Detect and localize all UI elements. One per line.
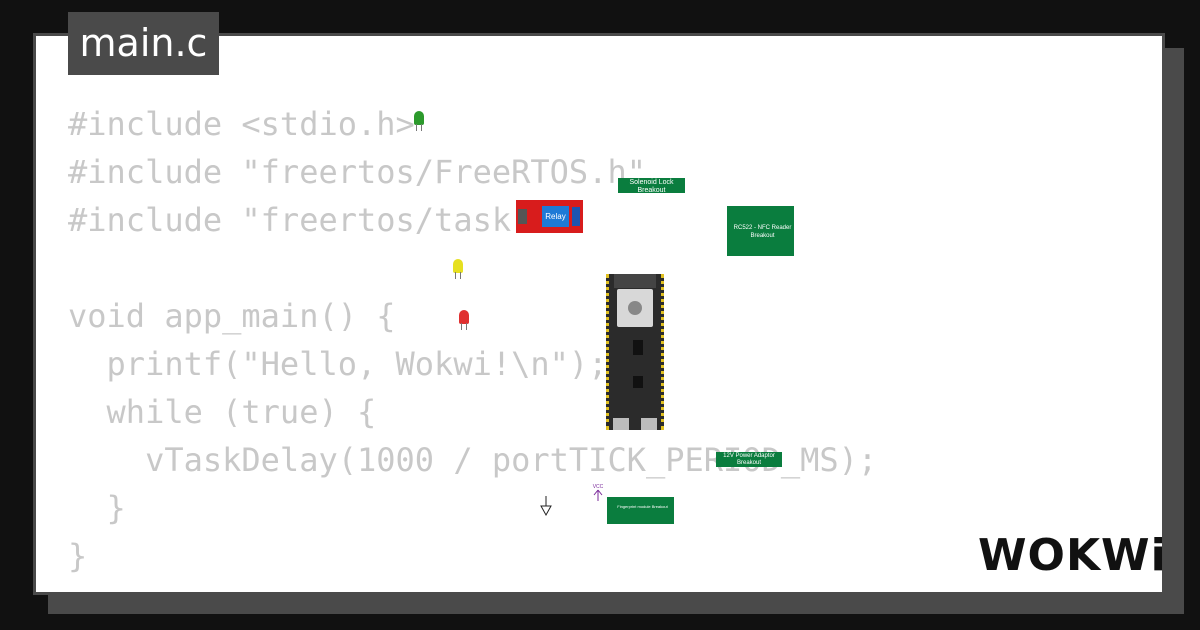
file-tab-main-c[interactable]: main.c [68, 12, 219, 75]
nfc-label: RC522 - NFC Reader Breakout [733, 225, 792, 239]
relay-block: Relay [542, 206, 569, 227]
code-line: } [68, 489, 126, 527]
led-icon [453, 259, 463, 273]
vcc-arrow-icon [593, 489, 603, 501]
code-line: printf("Hello, Wokwi!\n"); [68, 345, 608, 383]
esp32-ic [633, 376, 643, 388]
nfc-reader-breakout[interactable]: RC522 - NFC Reader Breakout [727, 206, 794, 256]
green-led[interactable] [413, 111, 425, 133]
led-icon [414, 111, 424, 125]
esp32-board[interactable] [606, 274, 664, 430]
esp32-antenna [614, 274, 656, 288]
power-label: 12V Power Adaptor Breakout [723, 453, 775, 466]
power-adaptor-breakout[interactable]: 12V Power Adaptor Breakout [716, 452, 782, 467]
code-line: #include "freertos/FreeRTOS.h" [68, 153, 646, 191]
vcc-label: VCC [592, 484, 604, 490]
yellow-led[interactable] [452, 259, 464, 281]
esp32-usb [641, 418, 657, 430]
esp32-usb [613, 418, 629, 430]
solenoid-lock-breakout[interactable]: Solenoid Lock Breakout [618, 178, 685, 194]
ground-marker[interactable] [539, 496, 553, 518]
fingerprint-label: Fingerprint module Breakout [617, 504, 668, 509]
led-icon [459, 310, 469, 324]
wokwi-logo: WOKWi [978, 530, 1167, 581]
code-line: #include "freertos/task.h" [68, 201, 569, 239]
red-led[interactable] [458, 310, 470, 332]
relay-terminal [572, 207, 580, 226]
solenoid-label: Solenoid Lock Breakout [629, 179, 674, 194]
preview-card [33, 33, 1165, 595]
code-line: } [68, 537, 88, 575]
code-preview: #include <stdio.h> #include "freertos/Fr… [68, 100, 877, 580]
esp32-chip-icon [617, 289, 653, 327]
code-line: while (true) { [68, 393, 377, 431]
fingerprint-breakout[interactable]: Fingerprint module Breakout [607, 497, 674, 524]
code-line: vTaskDelay(1000 / portTICK_PERIOD_MS); [68, 441, 878, 479]
esp32-ic [633, 340, 643, 355]
code-line: void app_main() { [68, 297, 396, 335]
relay-module[interactable]: Relay [516, 200, 583, 233]
vcc-marker[interactable]: VCC [591, 484, 605, 502]
code-line: #include <stdio.h> [68, 105, 415, 143]
relay-label: Relay [545, 212, 566, 221]
ground-icon [540, 496, 552, 517]
relay-pins [518, 209, 527, 224]
